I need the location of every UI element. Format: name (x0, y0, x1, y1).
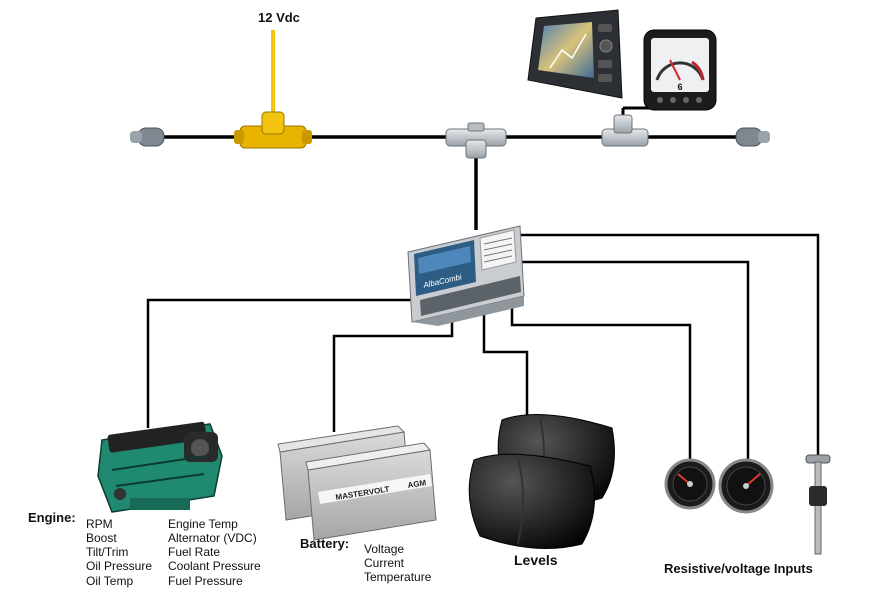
gauge-icon (664, 458, 716, 510)
chartplotter-icon (527, 9, 623, 99)
gauge2-cable (520, 260, 750, 460)
backbone-tee-icon (601, 114, 649, 147)
sender-cable (515, 233, 820, 455)
engine-param: Oil Temp (86, 573, 134, 588)
battery-param: Temperature (364, 570, 432, 585)
battery-icon: MASTERVOLT AGM (305, 442, 437, 541)
level-sender-icon (805, 454, 831, 555)
engine-param: Oil Pressure (86, 559, 153, 574)
engine-param: Fuel Pressure (168, 573, 243, 588)
power-tee-icon (234, 111, 312, 149)
engine-param: Engine Temp (168, 517, 238, 531)
gauge1-cable (510, 300, 692, 462)
battery-param: Current (364, 556, 405, 571)
interface-module-icon: AlbaCombi (407, 225, 525, 326)
gauge-icon (718, 458, 774, 514)
terminator-icon (130, 127, 165, 147)
terminator-icon (735, 127, 770, 147)
engine-param: Fuel Rate (168, 545, 221, 560)
instrument-display-value: 6 (677, 82, 682, 92)
engine-param: Alternator (VDC) (168, 531, 257, 546)
battery-type: AGM (407, 478, 427, 490)
engine-param: Coolant Pressure (168, 559, 261, 574)
power-label: 12 Vdc (258, 10, 300, 25)
engine-icon (97, 421, 223, 513)
battery-param: Voltage (364, 542, 405, 556)
engine-param: Tilt/Trim (86, 545, 129, 560)
instrument-display-icon: 6 (643, 29, 717, 111)
battery-params: Voltage Current Temperature (364, 542, 431, 584)
resistive-inputs-label: Resistive/voltage Inputs (664, 561, 813, 576)
engine-label: Engine: (28, 510, 76, 525)
engine-cable (146, 298, 432, 428)
engine-param: RPM (86, 517, 113, 531)
levels-cable (482, 304, 529, 420)
engine-param: Boost (86, 531, 117, 546)
engine-params-col2: Engine Temp Alternator (VDC) Fuel Rate C… (168, 517, 261, 588)
battery-cable (332, 318, 454, 432)
levels-label: Levels (514, 552, 558, 568)
engine-params-col1: RPM Boost Tilt/Trim Oil Pressure Oil Tem… (86, 517, 152, 588)
battery-label: Battery: (300, 536, 350, 551)
tank-icon (468, 453, 595, 549)
backbone-tee-icon (445, 122, 507, 159)
